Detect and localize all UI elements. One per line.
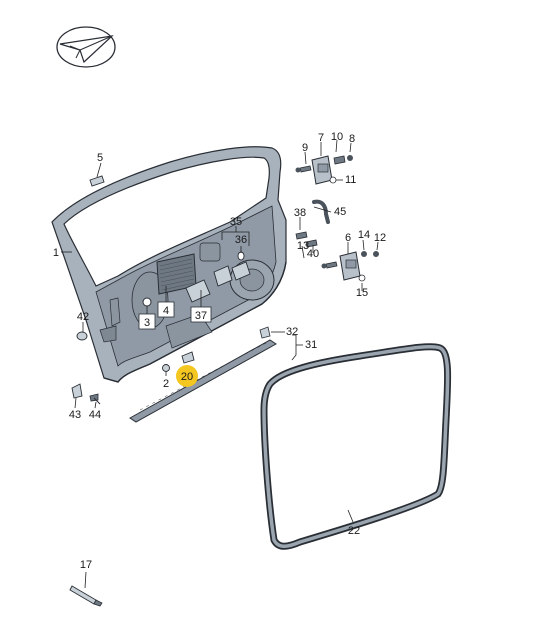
bolt-38 bbox=[295, 231, 308, 240]
callout-8: 8 bbox=[349, 133, 355, 145]
callout-22: 22 bbox=[348, 525, 360, 537]
callout-38: 38 bbox=[294, 207, 306, 219]
callout-10: 10 bbox=[331, 131, 343, 143]
plug-3 bbox=[142, 297, 152, 307]
callout-40: 40 bbox=[307, 248, 319, 260]
paper-plane-in-circle-icon bbox=[56, 26, 116, 68]
door-lower-edge bbox=[103, 261, 287, 383]
callout-7: 7 bbox=[318, 132, 324, 144]
label-box-37 bbox=[190, 306, 212, 323]
connector-housing bbox=[185, 251, 251, 303]
callout-14: 14 bbox=[358, 229, 370, 241]
lower-hinge bbox=[321, 251, 379, 282]
leader-lines bbox=[61, 139, 379, 589]
callout-9: 9 bbox=[302, 142, 308, 154]
callout-11: 11 bbox=[345, 174, 356, 186]
callout-labels: 5 1 9 7 10 8 11 38 45 6 14 12 13 40 15 3… bbox=[53, 131, 386, 571]
label-box-4 bbox=[157, 301, 175, 318]
callout-36: 36 bbox=[235, 234, 247, 246]
callout-45: 45 bbox=[334, 206, 346, 218]
clip-20 bbox=[181, 351, 195, 364]
lower-cutout bbox=[165, 313, 213, 349]
bolt-40 bbox=[305, 239, 318, 248]
sill-strip bbox=[129, 326, 277, 423]
callout-31: 31 bbox=[305, 339, 317, 351]
highlight-20 bbox=[176, 365, 198, 387]
label-box-3 bbox=[138, 313, 156, 330]
plug-42 bbox=[76, 331, 88, 341]
plug-2 bbox=[162, 364, 170, 372]
door-seal bbox=[260, 343, 452, 550]
screw-44 bbox=[89, 393, 99, 402]
clip-43 bbox=[71, 383, 83, 399]
callout-12: 12 bbox=[374, 232, 386, 244]
callout-20: 20 bbox=[181, 371, 193, 383]
callout-4: 4 bbox=[163, 305, 169, 317]
callout-32: 32 bbox=[286, 326, 298, 338]
upper-cutout bbox=[199, 242, 221, 262]
callout-15: 15 bbox=[356, 287, 368, 299]
callout-2: 2 bbox=[163, 378, 169, 390]
callout-5: 5 bbox=[97, 152, 103, 164]
callout-17: 17 bbox=[80, 559, 92, 571]
hose-45 bbox=[312, 199, 330, 224]
callout-43: 43 bbox=[69, 409, 81, 421]
callout-42: 42 bbox=[77, 311, 89, 323]
upper-hinge bbox=[295, 155, 353, 185]
buffer-5 bbox=[89, 175, 105, 187]
callout-6: 6 bbox=[345, 232, 351, 244]
callout-37: 37 bbox=[195, 310, 207, 322]
callout-1: 1 bbox=[53, 247, 59, 259]
window-opening bbox=[63, 156, 270, 287]
callout-44: 44 bbox=[89, 409, 101, 421]
tool-17 bbox=[69, 585, 103, 607]
callout-13: 13 bbox=[297, 240, 309, 252]
callout-3: 3 bbox=[144, 317, 150, 329]
callout-35: 35 bbox=[230, 216, 242, 228]
